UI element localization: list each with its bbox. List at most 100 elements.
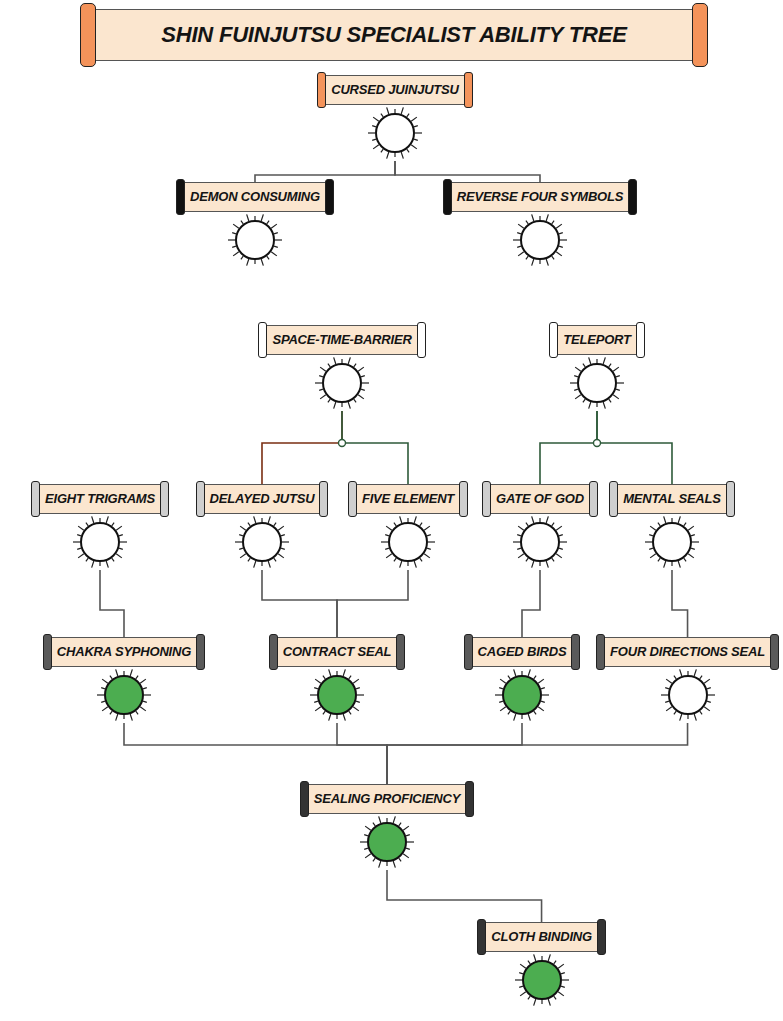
scroll-rod <box>609 481 618 517</box>
scroll-rod <box>692 3 708 67</box>
skill-name: CHAKRA SYPHONING <box>52 637 196 667</box>
skill-scroll: SPACE-TIME-BARRIER <box>258 325 425 355</box>
scroll-rod <box>477 919 486 955</box>
skill-name: REVERSE FOUR SYMBOLS <box>452 182 628 212</box>
skill-circle <box>363 105 427 161</box>
skill-scroll: CLOTH BINDING <box>477 922 606 952</box>
skill-circle <box>376 514 440 570</box>
scroll-rod <box>196 634 205 670</box>
skill-name: DEMON CONSUMING <box>185 182 325 212</box>
tree-connector <box>387 723 688 784</box>
skill-node: CURSED JUINJUTSU <box>317 75 473 161</box>
skill-name: MENTAL SEALS <box>618 484 726 514</box>
skill-scroll: CAGED BIRDS <box>464 637 581 667</box>
tree-connector <box>342 411 408 484</box>
skill-node: SPACE-TIME-BARRIER <box>258 325 425 411</box>
tree-connector <box>262 411 342 484</box>
skill-name: CLOTH BINDING <box>486 922 597 952</box>
skill-node: CONTRACT SEAL <box>269 637 406 723</box>
scroll-rod <box>443 179 452 215</box>
scroll-rod <box>636 322 645 358</box>
skill-scroll: DEMON CONSUMING <box>176 182 334 212</box>
scroll-rod <box>196 481 205 517</box>
skill-scroll: GATE OF GOD <box>482 484 598 514</box>
skill-circle <box>68 514 132 570</box>
tree-connector <box>395 161 540 182</box>
scroll-rod <box>396 634 405 670</box>
scroll-rod <box>464 634 473 670</box>
skill-node: GATE OF GOD <box>482 484 598 570</box>
skill-scroll: REVERSE FOUR SYMBOLS <box>443 182 637 212</box>
scroll-rod <box>589 481 598 517</box>
skill-scroll: CHAKRA SYPHONING <box>43 637 205 667</box>
tree-connector <box>540 411 597 484</box>
skill-circle <box>656 667 720 723</box>
skill-node: FIVE ELEMENT <box>348 484 468 570</box>
skill-circle <box>223 212 287 268</box>
skill-scroll: FOUR DIRECTIONS SEAL <box>596 637 779 667</box>
junction-dot <box>338 440 345 447</box>
skill-circle <box>510 952 574 1008</box>
skill-circle <box>355 814 419 870</box>
tree-connector <box>672 570 688 637</box>
skill-name: GATE OF GOD <box>491 484 589 514</box>
scroll-rod <box>726 481 735 517</box>
scroll-rod <box>628 179 637 215</box>
scroll-rod <box>571 634 580 670</box>
tree-connector <box>262 570 337 637</box>
skill-circle <box>508 514 572 570</box>
skill-node: TELEPORT <box>549 325 645 411</box>
tree-connector <box>337 570 408 637</box>
skill-circle <box>565 355 629 411</box>
skill-scroll: MENTAL SEALS <box>609 484 735 514</box>
tree-connector <box>387 723 522 784</box>
scroll-rod <box>348 481 357 517</box>
tree-connector <box>597 411 672 484</box>
skill-name: SPACE-TIME-BARRIER <box>267 325 416 355</box>
scroll-rod <box>325 179 334 215</box>
scroll-rod <box>258 322 267 358</box>
tree-connector <box>387 870 542 922</box>
scroll-rod <box>482 481 491 517</box>
title-scroll: SHIN FUINJUTSU SPECIALIST ABILITY TREE <box>80 6 708 64</box>
scroll-rod <box>465 781 474 817</box>
scroll-rod <box>80 3 96 67</box>
skill-scroll: SEALING PROFICIENCY <box>300 784 474 814</box>
scroll-rod <box>597 919 606 955</box>
skill-scroll: EIGHT TRIGRAMS <box>31 484 169 514</box>
skill-name: CAGED BIRDS <box>473 637 572 667</box>
skill-name: DELAYED JUTSU <box>205 484 320 514</box>
skill-name: CURSED JUINJUTSU <box>326 75 464 105</box>
skill-name: TELEPORT <box>558 325 636 355</box>
skill-circle <box>310 355 374 411</box>
scroll-rod <box>160 481 169 517</box>
scroll-rod <box>300 781 309 817</box>
skill-name: FIVE ELEMENT <box>357 484 459 514</box>
skill-node: CLOTH BINDING <box>477 922 606 1008</box>
skill-node: EIGHT TRIGRAMS <box>31 484 169 570</box>
scroll-rod <box>319 481 328 517</box>
skill-scroll: CURSED JUINJUTSU <box>317 75 473 105</box>
skill-node: DEMON CONSUMING <box>176 182 334 268</box>
skill-name: SEALING PROFICIENCY <box>309 784 465 814</box>
skill-scroll: DELAYED JUTSU <box>196 484 329 514</box>
skill-name: EIGHT TRIGRAMS <box>40 484 160 514</box>
skill-circle <box>640 514 704 570</box>
scroll-rod <box>43 634 52 670</box>
scroll-rod <box>770 634 779 670</box>
tree-connector <box>337 723 387 784</box>
skill-node: CHAKRA SYPHONING <box>43 637 205 723</box>
tree-connector <box>124 723 387 784</box>
skill-circle <box>508 212 572 268</box>
skill-scroll: FIVE ELEMENT <box>348 484 468 514</box>
scroll-rod <box>176 179 185 215</box>
scroll-rod <box>596 634 605 670</box>
skill-circle <box>305 667 369 723</box>
skill-node: DELAYED JUTSU <box>196 484 329 570</box>
scroll-rod <box>317 72 326 108</box>
skill-scroll: TELEPORT <box>549 325 645 355</box>
skill-node: MENTAL SEALS <box>609 484 735 570</box>
skill-name: CONTRACT SEAL <box>278 637 397 667</box>
scroll-rod <box>269 634 278 670</box>
